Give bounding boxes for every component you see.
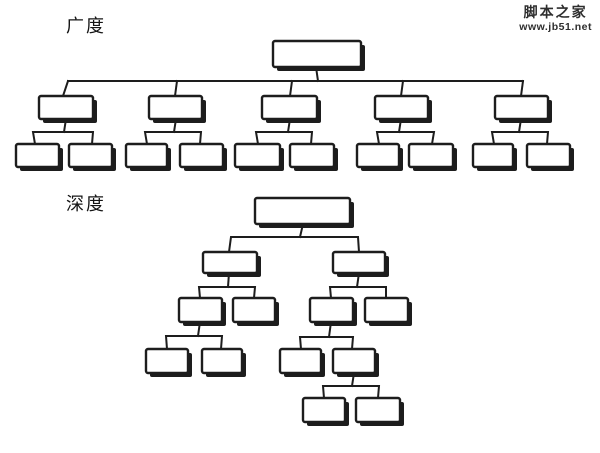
tree-node xyxy=(525,142,572,169)
tree-node xyxy=(37,94,95,121)
tree-node xyxy=(271,39,363,69)
connector-line xyxy=(164,335,224,351)
depth-tree xyxy=(144,196,412,426)
tree-node xyxy=(253,196,352,226)
tree-node xyxy=(201,250,259,275)
tree-node xyxy=(331,250,387,275)
tree-node xyxy=(331,347,377,375)
tree-node xyxy=(233,142,282,169)
connector-line xyxy=(31,131,95,146)
connector-line xyxy=(321,385,381,400)
connector-line xyxy=(143,131,203,146)
connector-line xyxy=(227,236,361,254)
watermark: 脚本之家 www.jb51.net xyxy=(519,4,592,33)
connector-line xyxy=(519,79,525,98)
connector-line xyxy=(399,79,405,98)
connector-line xyxy=(490,131,550,146)
tree-node xyxy=(14,142,61,169)
connector-line xyxy=(298,336,355,351)
tree-node xyxy=(231,296,277,324)
watermark-site-name: 脚本之家 xyxy=(523,4,588,20)
section-label-depth: 深度 xyxy=(66,194,106,214)
section-label-breadth: 广度 xyxy=(66,16,106,36)
tree-node xyxy=(260,94,319,121)
tree-node xyxy=(177,296,224,324)
connector-line xyxy=(328,286,387,300)
tree-node xyxy=(278,347,323,375)
tree-node xyxy=(124,142,169,169)
breadth-tree xyxy=(14,39,574,171)
tree-node xyxy=(355,142,401,169)
tree-node xyxy=(308,296,355,324)
tree-node xyxy=(200,347,244,375)
tree-node xyxy=(373,94,430,121)
connector-line xyxy=(197,286,257,300)
tree-node xyxy=(144,347,190,375)
connector-line xyxy=(375,131,436,146)
tree-node xyxy=(493,94,550,121)
tree-node xyxy=(288,142,336,169)
connector-line xyxy=(254,131,314,146)
tree-node xyxy=(178,142,225,169)
connector-line xyxy=(288,79,294,98)
tree-node xyxy=(471,142,515,169)
tree-node xyxy=(301,396,347,424)
tree-node xyxy=(407,142,455,169)
watermark-site-url: www.jb51.net xyxy=(519,21,592,34)
tree-node xyxy=(67,142,114,169)
tree-node xyxy=(147,94,204,121)
connector-line xyxy=(61,79,70,98)
tree-node xyxy=(354,396,402,424)
tree-node xyxy=(363,296,410,324)
connector-line xyxy=(173,79,179,98)
